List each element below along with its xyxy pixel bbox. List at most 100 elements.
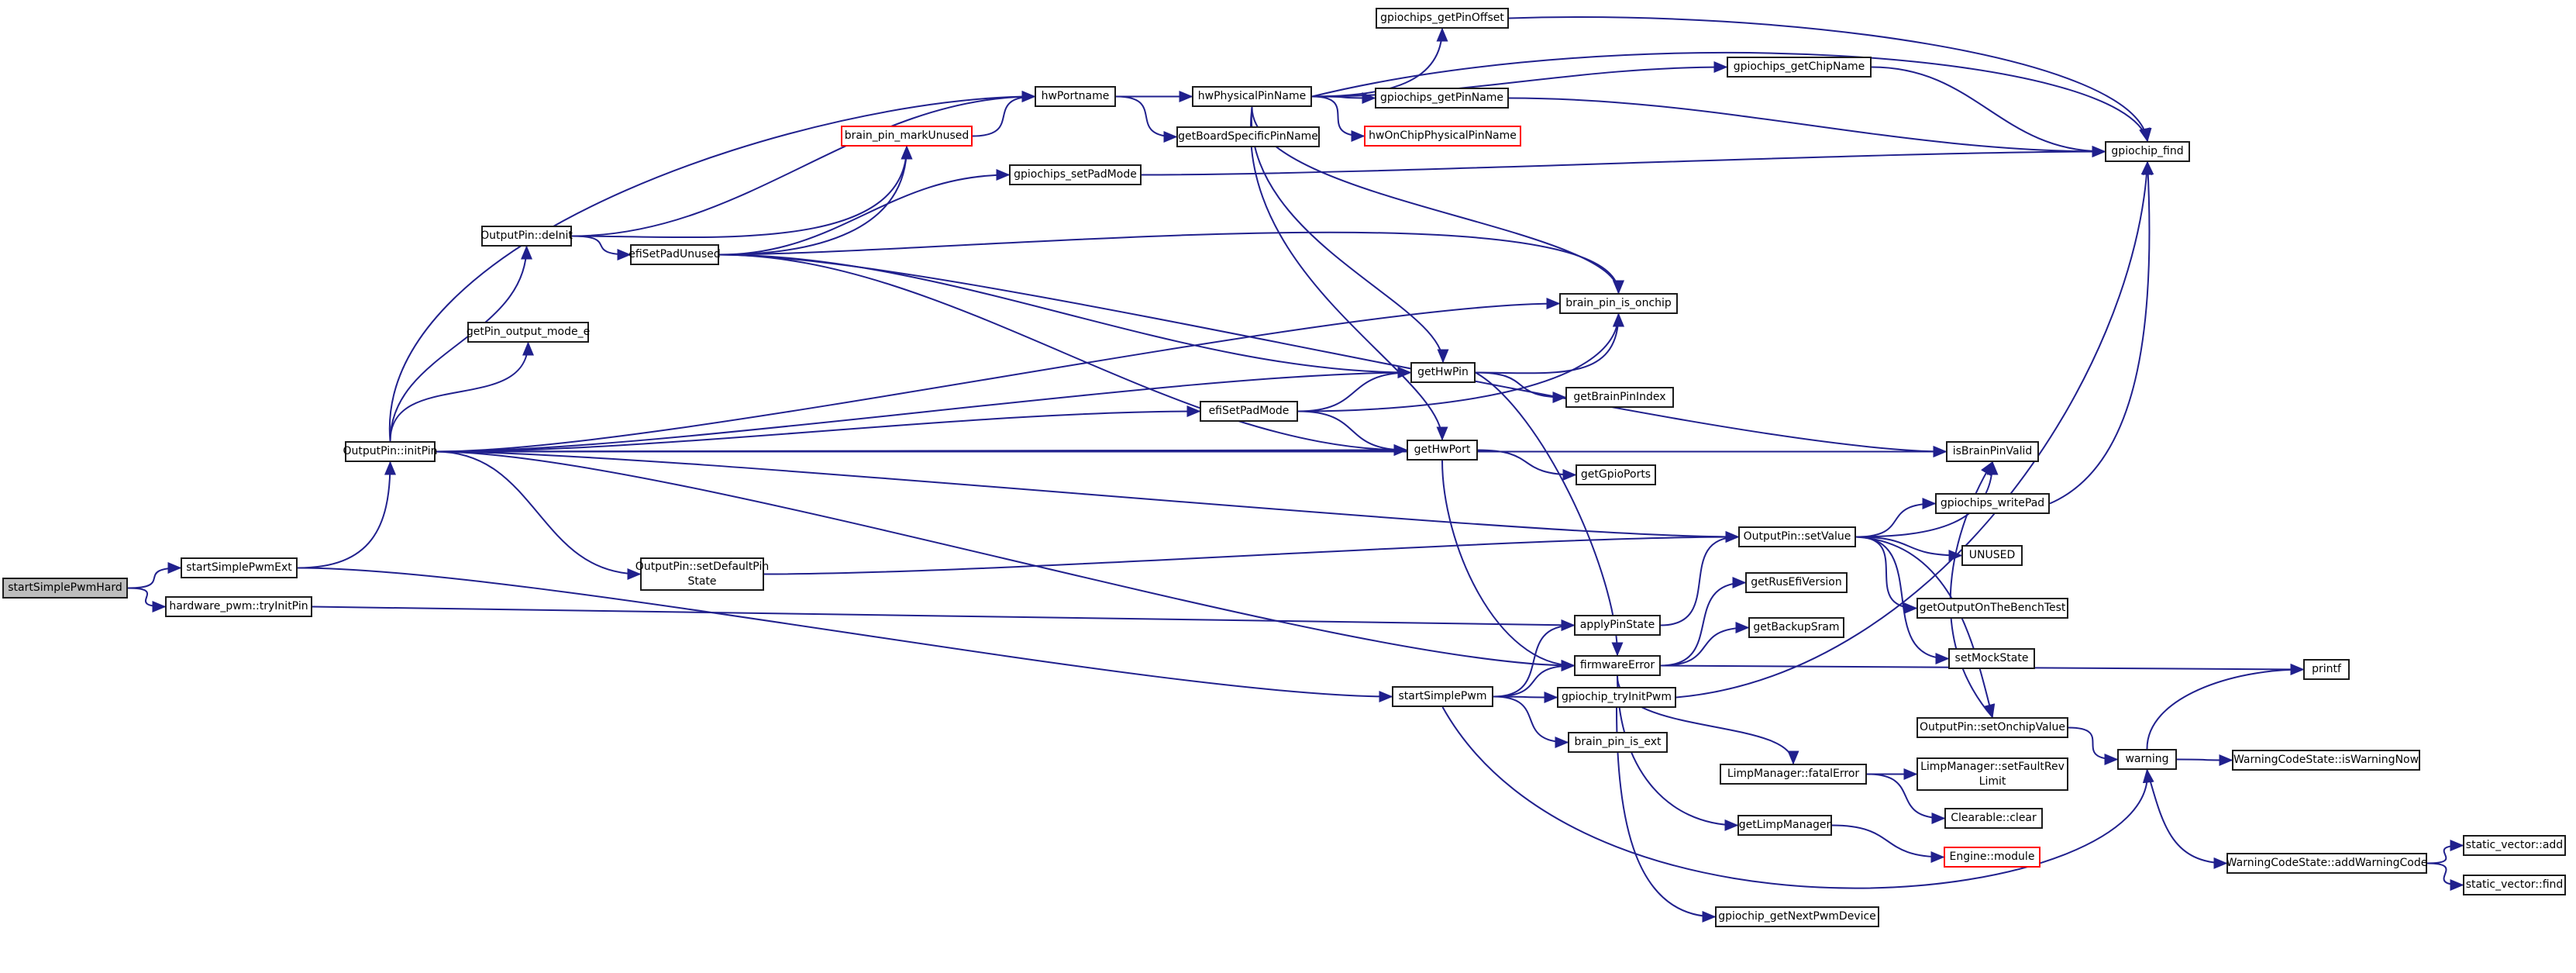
graph-node-label: WarningCodeState::isWarningNow [2233, 754, 2419, 766]
graph-node-label: gpiochips_getPinOffset [1380, 12, 1504, 24]
graph-node-label: efiSetPadMode [1208, 405, 1290, 417]
graph-node-getrusefiversion[interactable]: getRusEfiVersion [1745, 572, 1848, 593]
graph-node-label: UNUSED [1968, 549, 2016, 561]
edge-startsimplepwmext-to-outputpin-initpin [297, 461, 396, 569]
graph-node-printf[interactable]: printf [2303, 659, 2350, 680]
graph-node-warning[interactable]: warning [2117, 749, 2177, 770]
graph-node-getoutputonthebenchtest[interactable]: getOutputOnTheBenchTest [1917, 598, 2068, 619]
edge-outputpin-initpin-to-efisetpadmode [435, 405, 1201, 453]
graph-node-engine-module[interactable]: Engine::module [1944, 847, 2040, 868]
graph-node-isbrainpinvalid[interactable]: isBrainPinValid [1946, 441, 2039, 462]
graph-node-label: startSimplePwmHard [8, 581, 122, 594]
graph-node-hardware-pwm-tryinitpin[interactable]: hardware_pwm::tryInitPin [165, 596, 312, 617]
graph-node-hwonchipphysicalpinname[interactable]: hwOnChipPhysicalPinName [1364, 126, 1521, 147]
graph-node-gpiochip-find[interactable]: gpiochip_find [2105, 141, 2190, 162]
graph-node-label: LimpManager::fatalError [1727, 768, 1860, 780]
edge-outputpin-deinit-to-efisetpadunused [571, 235, 632, 261]
edge-hardware-pwm-tryinitpin-to-applypinstate [312, 606, 1576, 631]
edge-outputpin-setvalue-to-unused [1855, 536, 1963, 561]
graph-node-label: hwPhysicalPinName [1197, 90, 1307, 102]
graph-node-outputpin-setvalue[interactable]: OutputPin::setValue [1738, 526, 1856, 547]
graph-node-clearable-clear[interactable]: Clearable::clear [1944, 808, 2043, 829]
graph-node-gpiochip-tryinitpwm[interactable]: gpiochip_tryInitPwm [1557, 687, 1676, 708]
graph-node-label: gpiochips_writePad [1940, 497, 2045, 509]
graph-node-efisetpadmode[interactable]: efiSetPadMode [1200, 401, 1298, 422]
graph-node-label: warning [2125, 753, 2169, 765]
edge-outputpin-initpin-to-brain-pin-is-onchip [435, 298, 1561, 453]
graph-node-getpin-output-mode-e[interactable]: getPin_output_mode_e [467, 322, 590, 343]
graph-node-applypinstate[interactable]: applyPinState [1574, 615, 1661, 636]
graph-node-gethwport[interactable]: getHwPort [1407, 440, 1478, 461]
graph-node-warningcodestate-iswarningnow[interactable]: WarningCodeState::isWarningNow [2232, 750, 2420, 771]
graph-node-label: brain_pin_markUnused [844, 129, 969, 142]
graph-node-limpmanager-fatalerror[interactable]: LimpManager::fatalError [1720, 764, 1867, 785]
graph-node-label: static_vector::find [2465, 878, 2564, 891]
graph-node-label: Clearable::clear [1951, 812, 2037, 824]
graph-node-startsimplepwmhard[interactable]: startSimplePwmHard [2, 578, 128, 599]
graph-node-getbrainpinindex[interactable]: getBrainPinIndex [1565, 387, 1674, 408]
edge-outputpin-initpin-to-outputpin-setdefaultpin-state [435, 450, 642, 580]
edge-efisetpadunused-to-gethwport [718, 254, 1408, 456]
edge-outputpin-initpin-to-firmwareerror [435, 450, 1576, 671]
graph-node-label: getGpioPorts [1580, 468, 1651, 481]
graph-node-gpiochip-getnextpwmdevice[interactable]: gpiochip_getNextPwmDevice [1715, 906, 1879, 927]
graph-node-label: printf [2312, 663, 2341, 675]
graph-node-static-vector-add[interactable]: static_vector::add [2463, 835, 2566, 856]
edge-warning-to-printf [2146, 663, 2305, 750]
edge-hwphysicalpinname-to-gpiochip-find [1311, 52, 2151, 143]
edge-startsimplepwm-to-applypinstate [1493, 619, 1576, 698]
edge-hwphysicalpinname-to-gpiochips-getpinoffset [1311, 27, 1448, 98]
edge-gethwpin-to-getbrainpinindex [1475, 371, 1567, 403]
edge-efisetpadmode-to-brain-pin-is-onchip [1297, 312, 1624, 412]
graph-node-gpiochips-getpinname[interactable]: gpiochips_getPinName [1375, 88, 1509, 109]
edge-gpiochips-getpinoffset-to-gpiochip-find [1508, 16, 2152, 143]
edge-outputpin-initpin-to-gethwpin [435, 367, 1412, 453]
graph-node-brain-pin-is-ext[interactable]: brain_pin_is_ext [1568, 732, 1668, 753]
edge-gethwpin-to-brain-pin-is-onchip [1475, 312, 1624, 374]
graph-node-getgpioports[interactable]: getGpioPorts [1576, 464, 1656, 485]
graph-node-hwphysicalpinname[interactable]: hwPhysicalPinName [1192, 86, 1312, 107]
graph-node-label: getBoardSpecificPinName [1178, 130, 1318, 143]
graph-node-gpiochips-getchipname[interactable]: gpiochips_getChipName [1727, 57, 1872, 78]
graph-node-label: OutputPin::deInit [480, 229, 573, 242]
edge-outputpin-setdefaultpin-state-to-outputpin-setvalue [763, 531, 1740, 575]
edge-efisetpadunused-to-brain-pin-markunused [718, 145, 913, 256]
graph-node-outputpin-deinit[interactable]: OutputPin::deInit [480, 226, 573, 247]
graph-node-efisetpadunused[interactable]: efiSetPadUnused [629, 244, 721, 265]
graph-node-brain-pin-is-onchip[interactable]: brain_pin_is_onchip [1559, 293, 1678, 314]
graph-node-gpiochips-getpinoffset[interactable]: gpiochips_getPinOffset [1376, 8, 1509, 29]
graph-node-startsimplepwmext[interactable]: startSimplePwmExt [181, 557, 298, 578]
graph-node-label: OutputPin::setOnchipValue [1919, 721, 2066, 733]
graph-node-unused[interactable]: UNUSED [1961, 545, 2023, 566]
graph-node-static-vector-find[interactable]: static_vector::find [2463, 875, 2566, 895]
graph-node-label: getOutputOnTheBenchTest [1919, 602, 2066, 614]
graph-node-brain-pin-markunused[interactable]: brain_pin_markUnused [841, 126, 973, 147]
graph-node-gpiochips-writepad[interactable]: gpiochips_writePad [1935, 493, 2050, 514]
graph-node-label: gpiochip_find [2111, 145, 2184, 157]
graph-node-getbackupsram[interactable]: getBackupSram [1748, 617, 1844, 638]
graph-node-gethwpin[interactable]: getHwPin [1410, 362, 1476, 383]
graph-node-label: getBrainPinIndex [1573, 391, 1666, 403]
graph-node-getboardspecificpinname[interactable]: getBoardSpecificPinName [1176, 126, 1320, 147]
graph-node-label: OutputPin::initPin [343, 445, 438, 457]
edge-warning-to-warningcodestate-addwarningcode [2146, 769, 2228, 869]
graph-node-getlimpmanager[interactable]: getLimpManager [1737, 815, 1832, 836]
graph-node-gpiochips-setpadmode[interactable]: gpiochips_setPadMode [1009, 164, 1142, 185]
edge-gpiochips-getpinname-to-gpiochip-find [1508, 97, 2106, 157]
graph-node-warningcodestate-addwarningcode[interactable]: WarningCodeState::addWarningCode [2226, 853, 2427, 874]
edge-hwphysicalpinname-to-gethwpin [1251, 106, 1449, 364]
edge-outputpin-initpin-to-hwportname [388, 90, 1036, 442]
graph-node-hwportname[interactable]: hwPortname [1035, 86, 1116, 107]
graph-node-label: OutputPin::setDefaultPin [635, 560, 770, 573]
graph-node-startsimplepwm[interactable]: startSimplePwm [1392, 686, 1493, 707]
graph-node-label: hwPortname [1041, 90, 1110, 102]
edge-brain-pin-markunused-to-hwportname [972, 91, 1036, 137]
graph-node-setmockstate[interactable]: setMockState [1948, 648, 2035, 669]
graph-node-outputpin-initpin[interactable]: OutputPin::initPin [343, 441, 438, 462]
graph-node-firmwareerror[interactable]: firmwareError [1574, 655, 1661, 676]
graph-node-outputpin-setonchipvalue[interactable]: OutputPin::setOnchipValue [1917, 717, 2068, 738]
edge-startsimplepwmext-to-startsimplepwm [297, 567, 1393, 702]
